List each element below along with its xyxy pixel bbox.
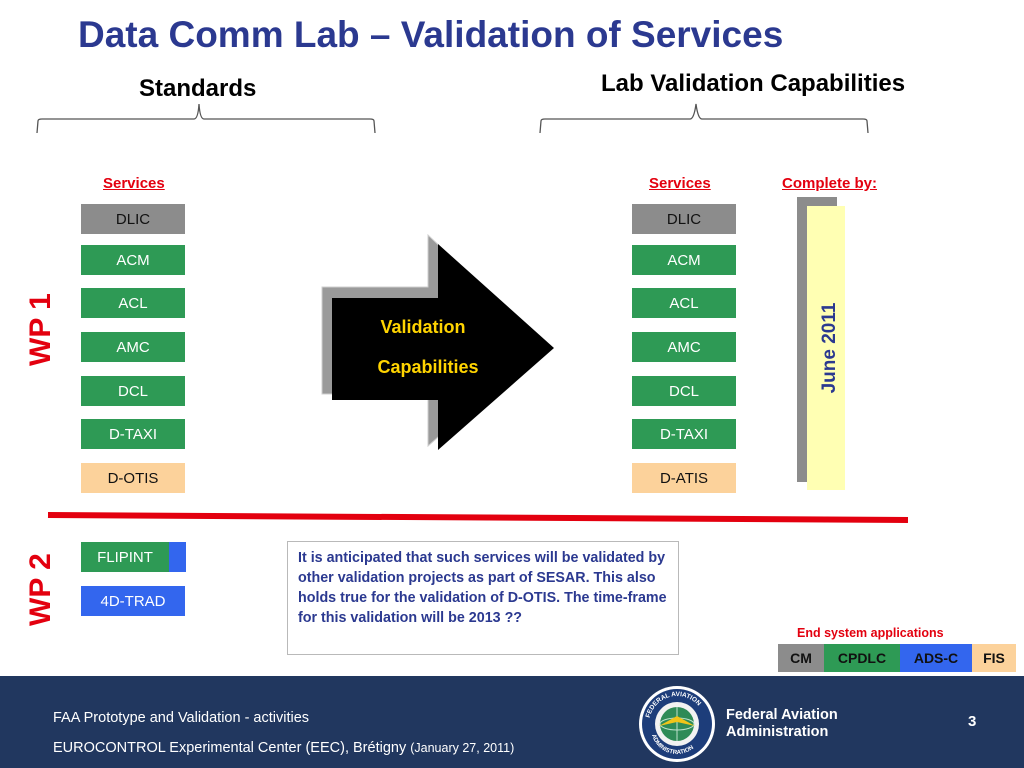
faa-name-line-1: Federal Aviation bbox=[726, 707, 838, 723]
brace-graphics bbox=[36, 103, 869, 134]
faa-name: Federal Aviation Administration bbox=[726, 707, 838, 741]
complete-by-label: Complete by: bbox=[782, 175, 878, 192]
service-box-amc-left: AMC bbox=[81, 332, 185, 362]
page-number: 3 bbox=[968, 713, 977, 730]
faa-name-line-2: Administration bbox=[726, 724, 829, 740]
service-box-dtaxi-right: D-TAXI bbox=[632, 419, 736, 449]
footer-line-1: FAA Prototype and Validation - activitie… bbox=[53, 710, 310, 726]
services-label-right: Services bbox=[649, 175, 711, 192]
service-box-dotis-left: D-OTIS bbox=[81, 463, 185, 493]
service-box-dlic-left: DLIC bbox=[81, 204, 185, 234]
service-box-acl-left: ACL bbox=[81, 288, 185, 318]
service-box-dcl-right: DCL bbox=[632, 376, 736, 406]
service-box-amc-right: AMC bbox=[632, 332, 736, 362]
standards-brace bbox=[36, 103, 376, 134]
wp1-label: WP 1 bbox=[24, 293, 57, 366]
validation-arrow bbox=[321, 233, 554, 450]
service-box-acl-right: ACL bbox=[632, 288, 736, 318]
service-box-datis-right: D-ATIS bbox=[632, 463, 736, 493]
end-system-cm: CM bbox=[778, 644, 824, 672]
service-box-flipint: FLIPINT bbox=[81, 542, 169, 572]
services-label-left: Services bbox=[103, 175, 165, 192]
lab-brace bbox=[539, 103, 869, 134]
completion-date: June 2011 bbox=[819, 302, 840, 394]
service-box-dtaxi-left: D-TAXI bbox=[81, 419, 185, 449]
flipint-blue-segment bbox=[169, 542, 186, 572]
end-system-adsc: ADS-C bbox=[900, 644, 972, 672]
faa-seal-icon: FEDERAL AVIATION ADMINISTRATION bbox=[639, 686, 715, 762]
service-box-dlic-right: DLIC bbox=[632, 204, 736, 234]
arrow-label-line1: Validation bbox=[380, 317, 466, 337]
completion-bar bbox=[807, 206, 845, 490]
sesar-note: It is anticipated that such services wil… bbox=[287, 541, 679, 655]
service-box-dcl-left: DCL bbox=[81, 376, 185, 406]
slide-title: Data Comm Lab – Validation of Services bbox=[78, 14, 784, 55]
footer-line-2: EUROCONTROL Experimental Center (EEC), B… bbox=[53, 740, 514, 756]
service-box-acm-right: ACM bbox=[632, 245, 736, 275]
end-system-cpdlc: CPDLC bbox=[824, 644, 900, 672]
footer-bar bbox=[0, 676, 1024, 768]
wp-divider bbox=[47, 512, 909, 523]
end-system-title: End system applications bbox=[797, 626, 944, 640]
end-system-fis: FIS bbox=[972, 644, 1016, 672]
footer-date: (January 27, 2011) bbox=[410, 741, 515, 755]
standards-heading: Standards bbox=[139, 75, 257, 102]
footer-location: EUROCONTROL Experimental Center (EEC), B… bbox=[53, 740, 407, 756]
lab-capabilities-heading: Lab Validation Capabilities bbox=[601, 70, 906, 97]
wp2-label: WP 2 bbox=[24, 553, 57, 626]
service-box-4dtrad: 4D-TRAD bbox=[81, 586, 185, 616]
service-box-acm-left: ACM bbox=[81, 245, 185, 275]
arrow-label-line2: Capabilities bbox=[377, 357, 479, 377]
